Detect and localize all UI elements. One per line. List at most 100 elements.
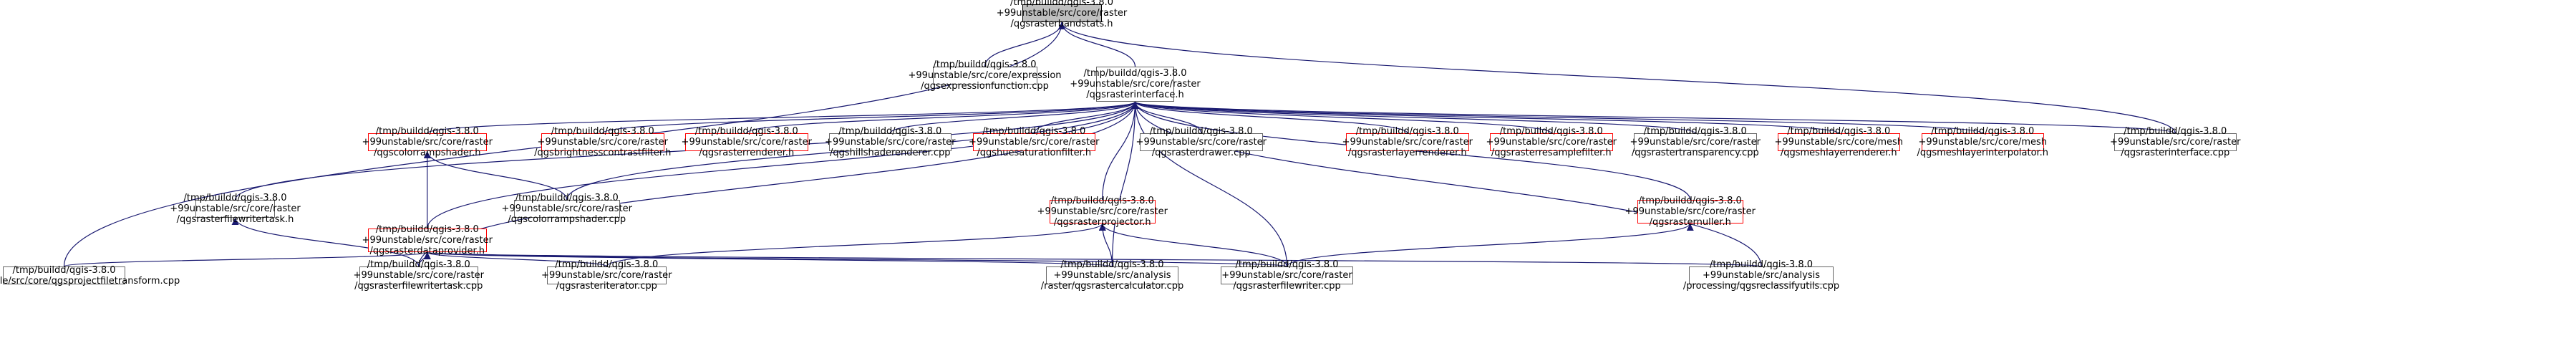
node-qgscolorrampshader-cpp[interactable]: /tmp/buildd/qgis-3.8.0+99unstable/src/co… bbox=[502, 193, 632, 225]
node-label-line: /qgsrasterdataprovider.h bbox=[369, 246, 485, 256]
node-qgsrasterfilewritertask-cpp[interactable]: /tmp/buildd/qgis-3.8.0+99unstable/src/co… bbox=[354, 259, 484, 292]
node-qgsrasterinterface-cpp[interactable]: /tmp/buildd/qgis-3.8.0+99unstable/src/co… bbox=[2110, 126, 2240, 158]
node-label-line: /qgshuesaturationfilter.h bbox=[977, 148, 1092, 158]
node-label-line: /qgsmeshlayerinterpolator.h bbox=[1917, 148, 2049, 158]
node-qgsrasterfilewritertask-h[interactable]: /tmp/buildd/qgis-3.8.0+99unstable/src/co… bbox=[170, 193, 300, 225]
node-qgsrasterinterface-h[interactable]: /tmp/buildd/qgis-3.8.0+99unstable/src/co… bbox=[1070, 67, 1201, 102]
node-label-line: /qgsrasterbandstats.h bbox=[1010, 19, 1113, 29]
node-label-line: +99unstable/src/core/expression bbox=[908, 70, 1062, 81]
node-label-line: /qgsrasternuller.h bbox=[1649, 217, 1731, 228]
edge-layerrend-to-ifaceh bbox=[1131, 101, 1408, 134]
node-qgsrasterprojector-h[interactable]: /tmp/buildd/qgis-3.8.0+99unstable/src/co… bbox=[1037, 196, 1168, 228]
node-label-line: +99unstable/src/core/raster bbox=[996, 8, 1128, 19]
node-qgsrasterlayerrenderer-h[interactable]: /tmp/buildd/qgis-3.8.0+99unstable/src/co… bbox=[1342, 126, 1473, 158]
node-qgsrasternuller-h[interactable]: /tmp/buildd/qgis-3.8.0+99unstable/src/co… bbox=[1625, 196, 1756, 228]
node-label-line: /qgsrasterinterface.cpp bbox=[2121, 148, 2230, 158]
edge-projector-to-ifaceh bbox=[1102, 101, 1139, 201]
node-label-line: +99unstable/src/core/raster bbox=[1221, 270, 1352, 281]
node-label-line: /tmp/buildd/qgis-3.8.0 bbox=[1355, 126, 1459, 137]
node-label-line: /tmp/buildd/qgis-3.8.0 bbox=[1009, 0, 1114, 8]
node-qgsrastertransparency-cpp[interactable]: /tmp/buildd/qgis-3.8.0+99unstable/src/co… bbox=[1630, 126, 1761, 158]
edge-meshrend-to-ifaceh bbox=[1131, 101, 1839, 134]
node-qgsrastercalculator-cpp[interactable]: /tmp/buildd/qgis-3.8.0+99unstable/src/an… bbox=[1041, 259, 1183, 292]
node-qgsreclassifyutils-cpp[interactable]: /tmp/buildd/qgis-3.8.0+99unstable/src/an… bbox=[1683, 259, 1839, 292]
node-label-line: +99unstable/src/core/raster bbox=[362, 235, 493, 246]
edge-fwtaskcpp-to-fwtaskh bbox=[231, 217, 420, 267]
edge-filewriter-to-projector bbox=[1098, 223, 1288, 267]
node-qgsrasterbandstats-h: /tmp/buildd/qgis-3.8.0+99unstable/src/co… bbox=[997, 0, 1127, 29]
node-label-line: /tmp/buildd/qgis-3.8.0 bbox=[1709, 259, 1814, 270]
node-label-line: /tmp/buildd/qgis-3.8.0 bbox=[1149, 126, 1253, 137]
node-label-line: /tmp/buildd/qgis-3.8.0 bbox=[12, 264, 116, 276]
node-label-line: +99unstable/src/core/raster bbox=[170, 203, 301, 214]
node-label-line: /tmp/buildd/qgis-3.8.0 bbox=[1638, 196, 1742, 206]
edge-calc-to-dataprov bbox=[424, 251, 1113, 267]
edge-iterator-to-projector bbox=[606, 223, 1106, 267]
node-label-line: +99unstable/src/core/mesh bbox=[1918, 137, 2048, 148]
node-label-line: /qgshillshaderenderer.cpp bbox=[830, 148, 951, 158]
node-qgshuesaturationfilter-h[interactable]: /tmp/buildd/qgis-3.8.0+99unstable/src/co… bbox=[969, 126, 1099, 158]
node-qgsrasterfilewriter-cpp[interactable]: /tmp/buildd/qgis-3.8.0+99unstable/src/co… bbox=[1221, 259, 1353, 292]
node-qgshillshaderenderer-cpp[interactable]: /tmp/buildd/qgis-3.8.0+99unstable/src/co… bbox=[825, 126, 955, 158]
node-label-line: +99unstable/src/core/raster bbox=[1486, 137, 1617, 148]
node-label-line: /qgsmeshlayerrenderer.h bbox=[1780, 148, 1897, 158]
node-label-line: +99unstable/src/core/raster bbox=[2110, 137, 2241, 148]
node-label-line: +99unstable/src/core/raster bbox=[1136, 137, 1267, 148]
node-label-line: +99unstable/src/core/raster bbox=[681, 137, 812, 148]
node-qgsmeshlayerrenderer-h[interactable]: /tmp/buildd/qgis-3.8.0+99unstable/src/co… bbox=[1774, 126, 1903, 158]
node-qgsmeshlayerinterpolator-h[interactable]: /tmp/buildd/qgis-3.8.0+99unstable/src/co… bbox=[1917, 126, 2048, 158]
node-qgsprojectfiletransform-cpp[interactable]: /tmp/buildd/qgis-3.8.0+99unstable/src/co… bbox=[0, 264, 180, 287]
edge-colorramph-to-ifaceh bbox=[427, 101, 1139, 134]
node-label-line: +99unstable/src/core/raster bbox=[1342, 137, 1473, 148]
node-label-line: /tmp/buildd/qgis-3.8.0 bbox=[551, 126, 654, 137]
node-qgsexpressionfunction-cpp[interactable]: /tmp/buildd/qgis-3.8.0+99unstable/src/co… bbox=[909, 59, 1062, 92]
node-label-line: +99unstable/src/core/raster bbox=[541, 270, 672, 281]
node-label-line: +99unstable/src/core/raster bbox=[825, 137, 956, 148]
node-qgsrasterdataprovider-h[interactable]: /tmp/buildd/qgis-3.8.0+99unstable/src/co… bbox=[362, 224, 493, 256]
node-label-line: +99unstable/src/core/mesh bbox=[1774, 137, 1904, 148]
node-label-line: +99unstable/src/analysis bbox=[1053, 270, 1171, 281]
node-label-line: /qgscolorrampshader.cpp bbox=[508, 214, 626, 225]
edge-ifacecpp-to-rootband bbox=[1058, 21, 2176, 134]
node-label-line: /tmp/buildd/qgis-3.8.0 bbox=[1787, 126, 1891, 137]
node-qgsrasterresamplefilter-h[interactable]: /tmp/buildd/qgis-3.8.0+99unstable/src/co… bbox=[1486, 126, 1617, 158]
edge-ifacecpp-to-ifaceh bbox=[1132, 101, 2176, 134]
node-label-line: +99unstable/src/core/raster bbox=[537, 137, 668, 148]
node-label-line: /qgsrasterinterface.h bbox=[1086, 90, 1184, 100]
edge-meshinterp-to-ifaceh bbox=[1132, 101, 1983, 134]
node-label-line: /tmp/buildd/qgis-3.8.0 bbox=[1499, 126, 1603, 137]
node-qgscolorrampshader-h[interactable]: /tmp/buildd/qgis-3.8.0+99unstable/src/co… bbox=[362, 126, 493, 158]
node-label-line: +99unstable/src/core/qgsprojectfiletrans… bbox=[0, 275, 180, 287]
node-label-line: /qgscolorrampshader.h bbox=[374, 148, 481, 158]
node-label-line: +99unstable/src/core/raster bbox=[1070, 79, 1201, 90]
node-qgsrasterrenderer-h[interactable]: /tmp/buildd/qgis-3.8.0+99unstable/src/co… bbox=[682, 126, 812, 158]
node-label-line: +99unstable/src/core/raster bbox=[1630, 137, 1761, 148]
node-label-line: +99unstable/src/core/raster bbox=[1037, 206, 1168, 217]
node-label-line: +99unstable/src/core/raster bbox=[1624, 206, 1756, 217]
edge-brightness-to-ifaceh bbox=[602, 101, 1139, 134]
node-label-line: /tmp/buildd/qgis-3.8.0 bbox=[183, 193, 287, 203]
node-label-line: /tmp/buildd/qgis-3.8.0 bbox=[1060, 259, 1164, 270]
node-label-line: /raster/qgsrastercalculator.cpp bbox=[1040, 281, 1184, 292]
edge-filewriter-to-ifaceh bbox=[1131, 101, 1288, 267]
node-label-line: /qgsrastertransparency.cpp bbox=[1631, 148, 1759, 158]
node-qgsrasteriterator-cpp[interactable]: /tmp/buildd/qgis-3.8.0+99unstable/src/co… bbox=[541, 259, 672, 292]
node-qgsbrightnesscontrastfilter-h[interactable]: /tmp/buildd/qgis-3.8.0+99unstable/src/co… bbox=[534, 126, 671, 158]
edge-colorrampcpp-to-colorramph bbox=[423, 150, 568, 201]
node-label-line: +99unstable/src/core/raster bbox=[501, 203, 632, 214]
node-label-line: /tmp/buildd/qgis-3.8.0 bbox=[2124, 126, 2227, 137]
edge-hillshade-to-ifaceh bbox=[889, 101, 1139, 134]
node-qgsrasterdrawer-cpp[interactable]: /tmp/buildd/qgis-3.8.0+99unstable/src/co… bbox=[1136, 126, 1267, 158]
node-label-line: /qgsrasterdrawer.cpp bbox=[1151, 148, 1251, 158]
node-label-line: /tmp/buildd/qgis-3.8.0 bbox=[555, 259, 659, 270]
edge-resample-to-ifaceh bbox=[1131, 101, 1552, 134]
node-label-line: +99unstable/src/core/raster bbox=[969, 137, 1100, 148]
node-label-line: /tmp/buildd/qgis-3.8.0 bbox=[1235, 259, 1339, 270]
node-label-line: /qgsrasterfilewritertask.h bbox=[176, 214, 294, 225]
edge-renderer-to-ifaceh bbox=[746, 101, 1139, 134]
node-label-line: /tmp/buildd/qgis-3.8.0 bbox=[694, 126, 798, 137]
edge-filewriter-to-nuller bbox=[1286, 223, 1694, 267]
edge-filewriter-to-dataprov bbox=[424, 251, 1288, 267]
node-label-line: +99unstable/src/analysis bbox=[1703, 270, 1820, 281]
